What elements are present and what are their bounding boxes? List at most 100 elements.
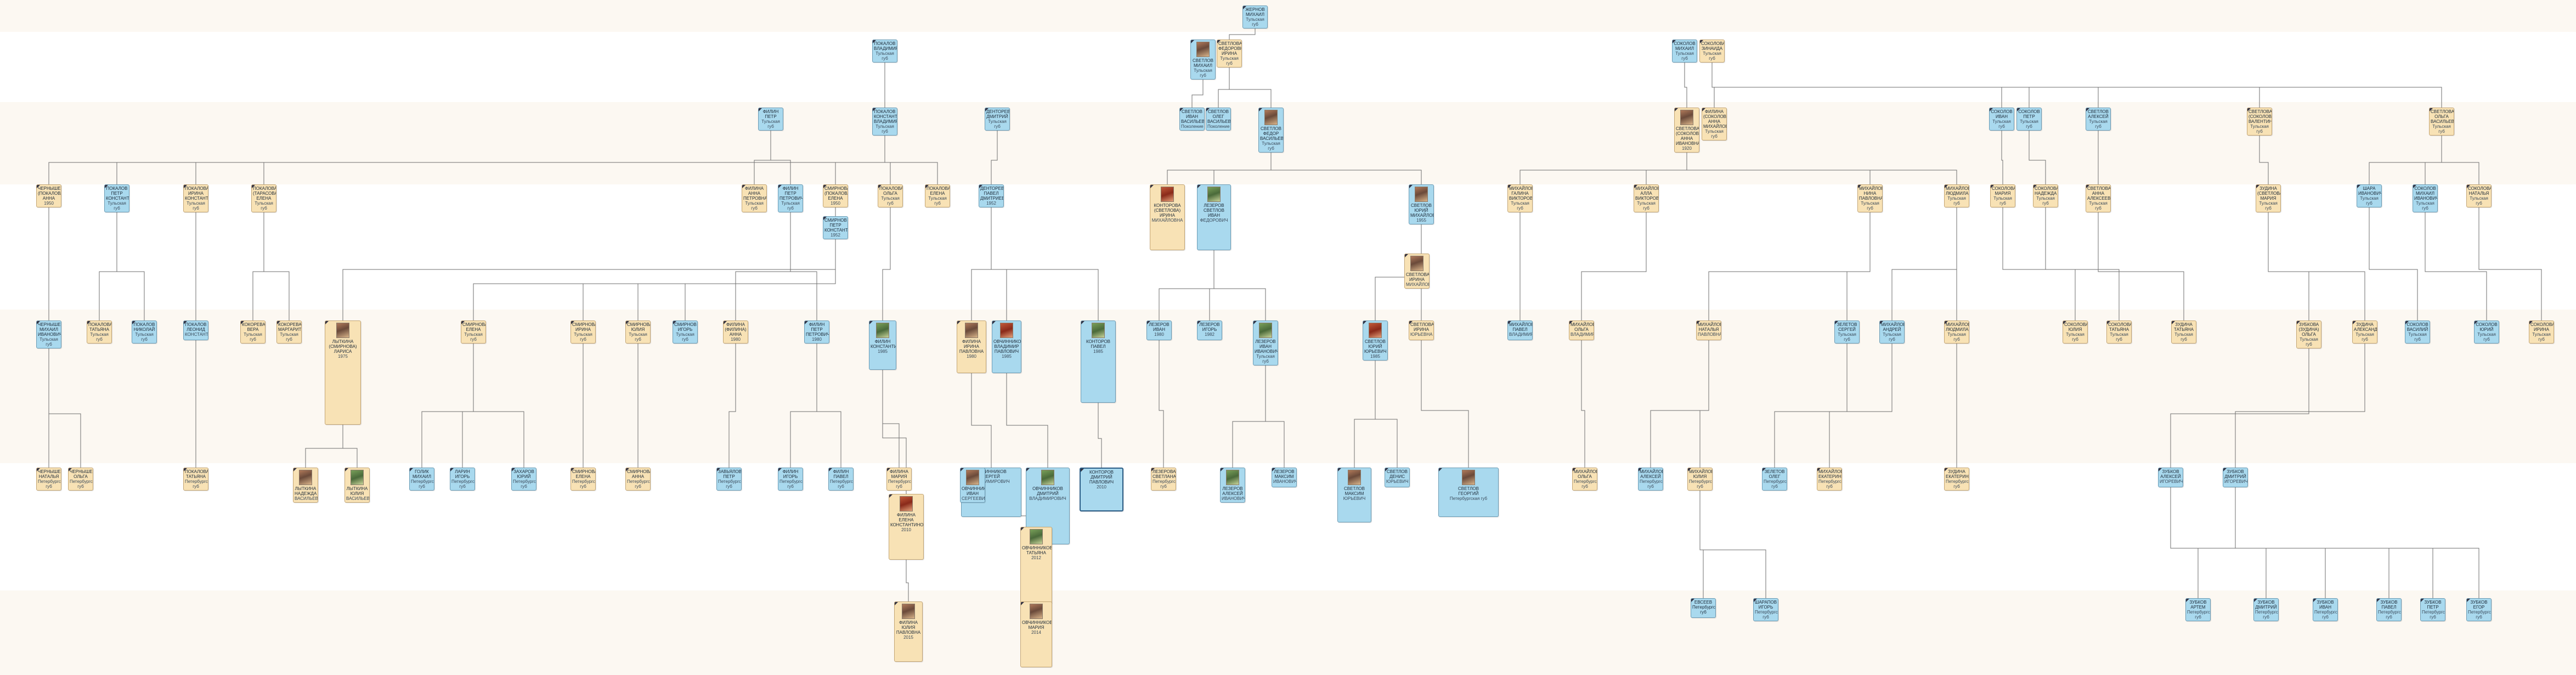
person-card-p68[interactable]: МИХАЙЛОВАОЛЬГАВЛАДИМИРОВНА: [1569, 320, 1594, 340]
person-card-p86[interactable]: ГОЛИКМИХАИЛПетербургская губ: [409, 468, 434, 491]
person-card-p9[interactable]: СВЕТЛОВИВАНВАСИЛЬЕВИЧПоколение: [1179, 108, 1205, 131]
person-card-p34[interactable]: МИХАЙЛОВАГАЛИНАВИКТОРОВНАТульская губ: [1507, 184, 1533, 212]
person-card-p7[interactable]: ПОКАЛОВКОНСТАНТИНВЛАДИМИРОВИЧТульская гу…: [872, 108, 897, 136]
person-card-p26[interactable]: СМИРНОВПЕТРКОНСТАНТИНОВИЧ1952: [823, 216, 848, 239]
person-card-p10[interactable]: СВЕТЛОВОЛЕГВАСИЛЬЕВИЧПоколение: [1206, 108, 1231, 131]
person-card-p21[interactable]: ПОКАЛОВАИРИНАКОНСТАНТИНОВНАТульская губ: [183, 184, 208, 212]
person-card-p33[interactable]: СВЕТЛОВАИРИНАМИХАЙЛОВНА: [1404, 254, 1430, 289]
person-card-p99[interactable]: ЛЕЗЕРОВАСВЕТЛАНАПетербургская губ: [1151, 468, 1176, 491]
person-card-p72[interactable]: МИХАЙЛОВАЛЮДМИЛАТульская губ: [1944, 320, 1969, 344]
person-card-p118[interactable]: ШАРАПОВИГОРЬПетербургская губ: [1753, 598, 1778, 621]
person-card-p95[interactable]: ФИЛИНАЕЛЕНАКОНСТАНТИНОВНА2010: [889, 494, 924, 560]
person-card-p20[interactable]: ПОКАЛОВПЕТРКОНСТАНТИНОВИЧТульская губ: [104, 184, 129, 212]
person-card-p3[interactable]: СВЕТЛОВАФЕДОРОВНАИРИНАТульская губ: [1217, 40, 1242, 68]
person-card-p36[interactable]: МИХАЙЛОВАНИНАПАВЛОВНАТульская губ: [1857, 184, 1883, 212]
person-card-p67[interactable]: МИХАЙЛОВПАВЕЛВЛАДИМИРОВИЧ: [1507, 320, 1533, 340]
person-card-p89[interactable]: СМИРНОВАЕЛЕНАПетербургская губ: [570, 468, 596, 491]
person-card-p114[interactable]: ОВЧИННИКОВИВАНСЕРГЕЕВИЧ: [960, 468, 985, 503]
person-card-p83[interactable]: ПОКАЛОВАТАТЬЯНАПетербургская губ: [183, 468, 208, 491]
person-card-p48[interactable]: ПОКАЛОВЛЕОНИДКОНСТАНТИНОВИЧ: [183, 320, 208, 340]
person-card-p37[interactable]: МИХАЙЛОВАЛЮДМИЛАТульская губ: [1944, 184, 1969, 207]
person-card-p119[interactable]: ЗУБКОВАРТЕМПетербургская губ: [2185, 598, 2211, 621]
person-card-p122[interactable]: ЗУБКОВПАВЕЛПетербургская губ: [2376, 598, 2402, 621]
person-card-p69[interactable]: МИХАЙЛОВАНАТАЛЬЯПАВЛОВНА: [1696, 320, 1721, 340]
person-card-p117[interactable]: ЕВСЕЕВПетербургская губ: [1691, 598, 1716, 618]
person-card-p35[interactable]: МИХАЙЛОВААЛЛАВИКТОРОВНАТульская губ: [1634, 184, 1659, 212]
person-card-p17[interactable]: СВЕТЛОВА(СОКОЛОВА)ВАЛЕНТИНАТульская губ: [2247, 108, 2272, 136]
person-card-p91[interactable]: ЗАВЬЯЛОВПЕТРПетербургская губ: [716, 468, 742, 491]
person-card-p107[interactable]: МИХАЙЛОВАЮЛИЯПетербургская губ: [1687, 468, 1713, 491]
person-card-p81[interactable]: ЧЕРНЫШЕВАНАТАЛЬЯПетербургская губ: [36, 468, 61, 491]
person-card-p87[interactable]: ЛАРИНИГОРЬПетербургская губ: [450, 468, 475, 491]
person-card-p92[interactable]: ФИЛИНИГОРЬПетербургская губ: [778, 468, 803, 491]
person-card-p82[interactable]: ЧЕРНЫШЕВАОЛЬГАПетербургская губ: [68, 468, 93, 491]
person-card-p124[interactable]: ЗУБКОВЕГОРПетербургская губ: [2466, 598, 2492, 621]
person-card-p94[interactable]: ФИЛИНАМАРИЯПетербургская губ: [886, 468, 912, 491]
person-card-p32[interactable]: СВЕТЛОВЮРИЙМИХАЙЛОВИЧ1955: [1409, 184, 1434, 224]
person-card-p77[interactable]: ЗУДИНААЛЕКСАНДРОВНАТульская губ: [2352, 320, 2377, 344]
person-card-p123[interactable]: ЗУБКОВПЕТРПетербургская губ: [2420, 598, 2445, 621]
person-card-p108[interactable]: ЗЕЛЕТОВОЛЕГПетербургская губ: [1762, 468, 1787, 491]
person-card-p88[interactable]: ЗАХАРОВЮРИЙПетербургская губ: [511, 468, 536, 491]
person-card-p40[interactable]: СВЕТЛОВААННААЛЕКСЕЕВНАТульская губ: [2086, 184, 2111, 212]
person-card-p13[interactable]: ФИЛИНА(СОКОЛОВА)АННАМИХАЙЛОВНАТульская г…: [1702, 108, 1727, 140]
person-card-p29[interactable]: ДЕНТОРЕВПАВЕЛДМИТРИЕВИЧ1952: [979, 184, 1004, 207]
person-card-p84[interactable]: ЛЫТКИНАНАДЕЖДАВАСИЛЬЕВНА: [293, 468, 318, 503]
person-card-p18[interactable]: СВЕТЛОВАОЛЬГАВАСИЛЬЕВНАТульская губ: [2429, 108, 2454, 136]
person-card-p105[interactable]: МИХАЙЛОВАОЛЬГАПетербургская губ: [1572, 468, 1597, 491]
